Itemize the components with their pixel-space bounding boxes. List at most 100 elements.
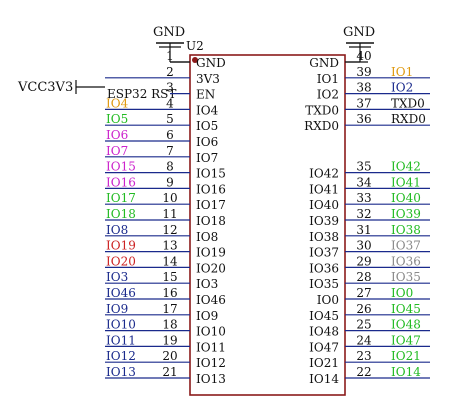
pin-number: 2 — [166, 65, 174, 79]
pin-number: 30 — [356, 239, 371, 253]
pin-name: EN — [196, 88, 215, 102]
pin-name: IO20 — [196, 261, 226, 275]
pin-number: 16 — [162, 286, 177, 300]
pin-name: IO13 — [196, 372, 226, 386]
pin-name: IO7 — [196, 151, 218, 165]
net-label: IO18 — [106, 207, 136, 221]
pin-name: RXD0 — [304, 119, 339, 133]
pin-name: IO1 — [317, 72, 339, 86]
pin-name: TXD0 — [305, 103, 339, 117]
designator-label: U2 — [186, 39, 204, 53]
pin-number: 7 — [166, 144, 174, 158]
pin-number: 23 — [356, 349, 371, 363]
pin-name: IO41 — [309, 182, 339, 196]
pin-name: IO40 — [309, 198, 339, 212]
net-label: IO12 — [106, 349, 136, 363]
pin-name: IO5 — [196, 119, 218, 133]
pin-number: 24 — [356, 333, 372, 347]
pin-number: 39 — [356, 65, 371, 79]
pin-name: IO9 — [196, 309, 218, 323]
net-label: IO16 — [106, 175, 136, 189]
pin-number: 20 — [162, 349, 177, 363]
pin-name: GND — [196, 56, 226, 70]
pin-name: IO10 — [196, 325, 226, 339]
net-label: IO41 — [391, 175, 421, 189]
net-label: RXD0 — [391, 112, 426, 126]
pin-number: 31 — [356, 223, 371, 237]
net-label: IO2 — [391, 81, 413, 95]
net-label: IO36 — [391, 254, 421, 268]
pin-number: 6 — [166, 128, 174, 142]
net-label: IO47 — [391, 333, 421, 347]
net-label: IO8 — [106, 223, 128, 237]
pin-name: 3V3 — [196, 72, 220, 86]
net-label: IO40 — [391, 191, 421, 205]
pin-number: 22 — [356, 365, 371, 379]
pin-number: 10 — [162, 191, 177, 205]
net-label: IO21 — [391, 349, 421, 363]
pin-number: 21 — [162, 365, 177, 379]
pin-number: 15 — [162, 270, 177, 284]
net-label: IO42 — [391, 160, 421, 174]
pin-number: 17 — [162, 302, 177, 316]
net-label: IO14 — [391, 365, 421, 379]
net-label: IO3 — [106, 270, 128, 284]
pin-number: 3 — [166, 81, 174, 95]
net-label: IO5 — [106, 112, 128, 126]
pin1-marker-dot — [192, 57, 198, 63]
pin-name: IO19 — [196, 246, 226, 260]
net-label: TXD0 — [391, 96, 425, 110]
pin-name: IO42 — [309, 167, 339, 181]
net-label: IO45 — [391, 302, 421, 316]
pin-name: IO0 — [317, 293, 339, 307]
pin-name: IO21 — [309, 356, 339, 370]
pin-number: 12 — [162, 223, 177, 237]
pin-number: 28 — [356, 270, 371, 284]
net-label: IO35 — [391, 270, 421, 284]
pin-name: IO12 — [196, 356, 226, 370]
pin-number: 36 — [356, 112, 371, 126]
pin-number: 27 — [356, 286, 371, 300]
pin-number: 33 — [356, 191, 371, 205]
net-label: IO19 — [106, 239, 136, 253]
pin-name: IO35 — [309, 277, 339, 291]
pin-name: IO17 — [196, 198, 226, 212]
net-label: IO7 — [106, 144, 128, 158]
left-pin: 2 3V3 — [105, 65, 220, 86]
vcc-net-label: VCC3V3 — [17, 80, 73, 95]
pin-number: 14 — [162, 254, 178, 268]
net-label: IO9 — [106, 302, 128, 316]
net-label: IO46 — [106, 286, 136, 300]
pin-number: 32 — [356, 207, 371, 221]
net-label: IO17 — [106, 191, 136, 205]
pin-name: GND — [309, 56, 339, 70]
net-label: IO10 — [106, 318, 136, 332]
net-label: IO11 — [106, 333, 136, 347]
net-label: IO13 — [106, 365, 136, 379]
gnd-label-right: GND — [343, 25, 375, 40]
